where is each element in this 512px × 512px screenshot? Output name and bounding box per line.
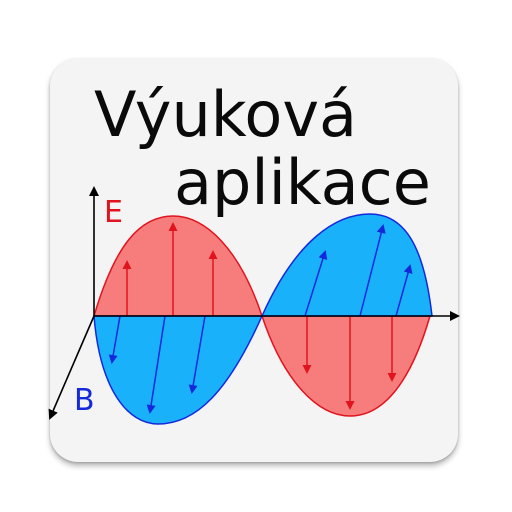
axis-b-label: B xyxy=(74,383,95,418)
magnetic-field-lobe-2 xyxy=(260,213,433,317)
electric-field-lobe-1 xyxy=(92,215,264,317)
axes xyxy=(48,186,460,420)
axis-b xyxy=(48,315,95,420)
magnetic-field-arrows xyxy=(108,224,413,414)
title-line-1: Výuková xyxy=(94,78,358,151)
magnetic-field-lobe-1 xyxy=(93,315,264,425)
electric-field-arrows xyxy=(122,222,397,410)
electric-field-lobe-2 xyxy=(260,315,431,417)
axis-e-label: E xyxy=(104,195,123,230)
title-line-2: aplikace xyxy=(174,146,431,219)
